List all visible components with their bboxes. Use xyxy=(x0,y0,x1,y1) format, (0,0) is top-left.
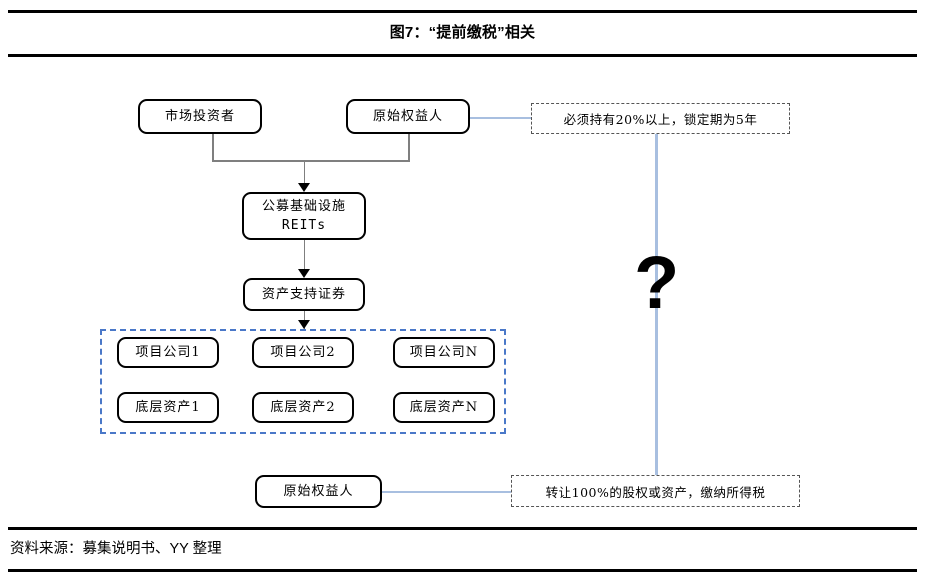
node-public-reits-label-line1: 公募基础设施 xyxy=(261,199,346,214)
figure-source: 资料来源：募集说明书、YY 整理 xyxy=(10,541,222,557)
node-market-investor-label: 市场投资者 xyxy=(164,109,235,124)
node-project-company-n-label: 项目公司N xyxy=(409,345,479,360)
source-top-rule xyxy=(8,527,917,530)
node-project-company-2: 项目公司2 xyxy=(252,337,354,368)
node-market-investor: 市场投资者 xyxy=(138,99,262,134)
connector-reits-to-abs xyxy=(303,240,305,272)
arrow-into-group xyxy=(298,320,310,329)
node-original-equity-holder-bottom: 原始权益人 xyxy=(255,475,382,508)
link-holder-bottom-to-transfer-tax xyxy=(382,491,511,493)
connector-holder-down xyxy=(408,134,410,161)
node-project-company-1: 项目公司1 xyxy=(117,337,219,368)
node-project-company-n: 项目公司N xyxy=(393,337,495,368)
connector-investor-down xyxy=(212,134,214,161)
bottom-rule xyxy=(8,569,917,572)
group-project-companies-and-assets xyxy=(100,329,506,434)
link-vertical-question xyxy=(655,134,658,475)
node-underlying-asset-2-label: 底层资产2 xyxy=(270,400,336,415)
node-original-equity-holder-top-label: 原始权益人 xyxy=(372,109,443,124)
node-public-reits: 公募基础设施 REITs xyxy=(242,192,366,240)
link-holder-to-holding-requirement xyxy=(470,117,531,119)
callout-holding-requirement-label: 必须持有20%以上，锁定期为5年 xyxy=(563,112,758,127)
node-original-equity-holder-top: 原始权益人 xyxy=(346,99,470,134)
node-underlying-asset-1: 底层资产1 xyxy=(117,392,219,423)
callout-transfer-tax: 转让100%的股权或资产，缴纳所得税 xyxy=(511,475,800,507)
node-public-reits-label-line2: REITs xyxy=(281,218,327,233)
node-project-company-2-label: 项目公司2 xyxy=(270,345,336,360)
node-underlying-asset-1-label: 底层资产1 xyxy=(135,400,201,415)
node-abs-label: 资产支持证券 xyxy=(261,287,346,302)
node-abs: 资产支持证券 xyxy=(243,278,365,311)
callout-transfer-tax-label: 转让100%的股权或资产，缴纳所得税 xyxy=(545,484,766,500)
callout-holding-requirement: 必须持有20%以上，锁定期为5年 xyxy=(531,103,790,134)
node-project-company-1-label: 项目公司1 xyxy=(135,345,201,360)
node-underlying-asset-n-label: 底层资产N xyxy=(409,400,479,415)
question-mark-annotation: ? xyxy=(634,241,680,324)
arrow-into-reits xyxy=(298,183,310,192)
title-underline-rule xyxy=(8,54,917,57)
figure-title: 图7：“提前缴税”相关 xyxy=(389,24,536,41)
arrow-into-abs xyxy=(298,269,310,278)
connector-merge-horizontal xyxy=(212,160,410,162)
node-original-equity-holder-bottom-label: 原始权益人 xyxy=(283,484,354,499)
node-underlying-asset-n: 底层资产N xyxy=(393,392,495,423)
node-underlying-asset-2: 底层资产2 xyxy=(252,392,354,423)
connector-merge-to-reits xyxy=(303,160,305,185)
top-rule xyxy=(8,10,917,13)
